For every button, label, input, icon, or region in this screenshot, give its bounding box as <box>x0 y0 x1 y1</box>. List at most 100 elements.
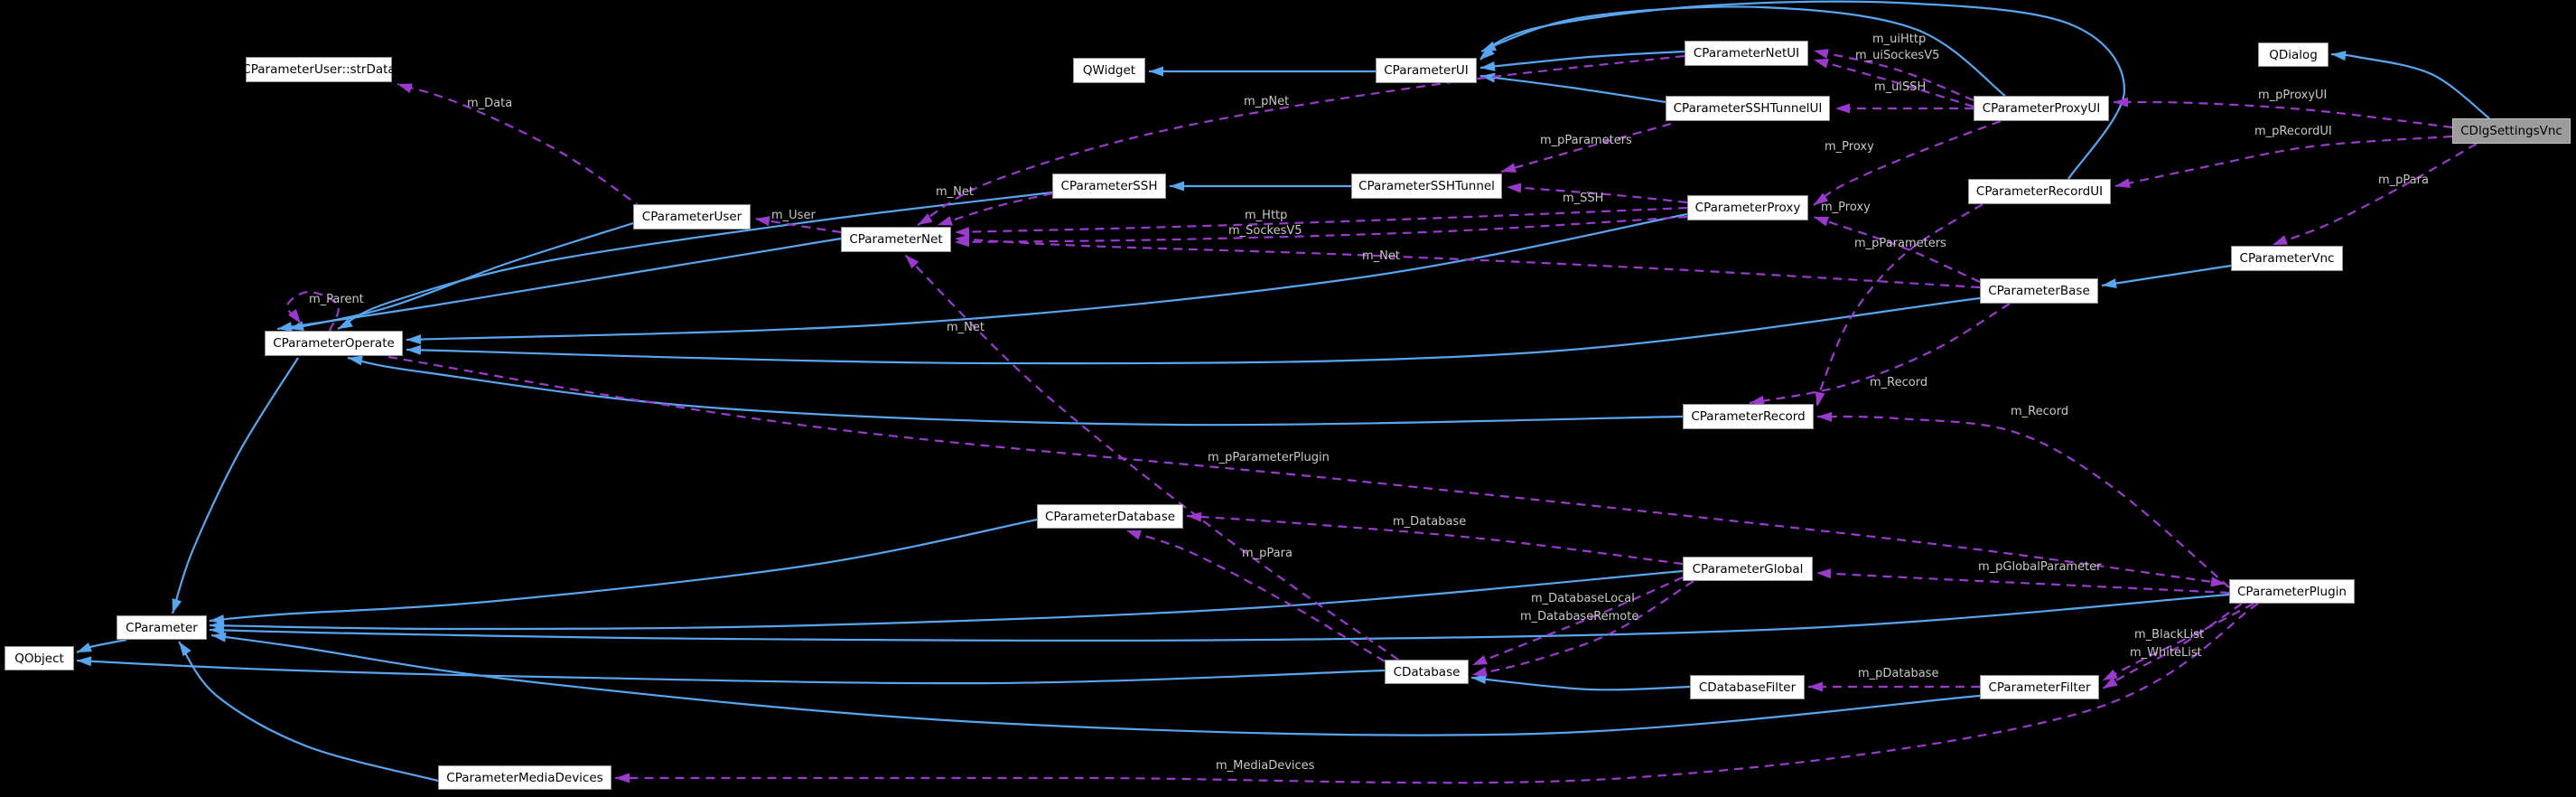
class-node-record[interactable]: CParameterRecord <box>1683 404 1814 429</box>
usage-edge-cdatabase-database <box>1125 529 1386 662</box>
arrowhead-icon <box>1814 49 1829 59</box>
class-node-recordui[interactable]: CParameterRecordUI <box>1968 179 2111 204</box>
arrowhead-icon <box>1480 61 1496 71</box>
arrowhead-icon <box>1808 681 1823 692</box>
class-node-user[interactable]: CParameterUser <box>633 204 751 230</box>
arrowhead-icon <box>1501 163 1517 173</box>
usage-edge-plugin-mediadevices <box>615 603 2259 784</box>
inheritance-edge-cdatabase-qobject <box>76 659 1386 685</box>
class-node-ssh[interactable]: CParameterSSH <box>1052 173 1166 199</box>
arrowhead-icon <box>406 344 422 355</box>
inheritance-edge-plugin-parameter <box>209 593 2230 642</box>
inheritance-edge-base-operate <box>406 296 1981 365</box>
arrowhead-icon <box>1814 58 1829 69</box>
class-node-qdialog[interactable]: QDialog <box>2258 42 2329 67</box>
usage-edge-proxy-net <box>954 215 1688 244</box>
arrowhead-icon <box>1750 395 1765 406</box>
usage-edge-sshtunnelui-sshtunnel <box>1500 122 1672 173</box>
arrowhead-icon <box>1835 103 1850 114</box>
usage-edge-dlgsettingsvnc-vnc <box>2272 143 2478 247</box>
arrowhead-icon <box>755 216 770 227</box>
inheritance-edge-recordui-parameterui <box>1480 0 2126 180</box>
class-node-databasefilter[interactable]: CDatabaseFilter <box>1690 675 1805 699</box>
arrowhead-icon <box>2103 669 2118 680</box>
usage-edge-global-database <box>1186 514 1684 566</box>
arrowhead-icon <box>210 624 225 635</box>
usage-edge-proxyui-netui <box>1813 49 1974 102</box>
arrowhead-icon <box>1507 183 1522 193</box>
class-node-qwidget[interactable]: QWidget <box>1073 58 1145 83</box>
inheritance-edge-proxy-operate <box>406 212 1688 342</box>
arrowhead-icon <box>2114 97 2129 108</box>
arrowhead-icon <box>1815 391 1825 407</box>
usage-edge-plugin-parameterfilter <box>2102 603 2243 689</box>
arrowhead-icon <box>938 215 953 226</box>
class-node-proxy[interactable]: CParameterProxy <box>1687 195 1808 220</box>
usage-edge-base-proxy <box>1813 215 1981 284</box>
class-node-sshtunnel[interactable]: CParameterSSHTunnel <box>1351 173 1502 199</box>
inheritance-edge-net-operate <box>276 237 842 331</box>
class-node-parameter[interactable]: CParameter <box>117 615 207 640</box>
class-node-mediadevices[interactable]: CParameterMediaDevices <box>438 765 611 790</box>
usage-edge-dlgsettingsvnc-proxyui <box>2113 100 2453 129</box>
arrowhead-icon <box>2115 178 2131 189</box>
arrowhead-icon <box>1187 511 1202 522</box>
arrowhead-icon <box>397 83 413 94</box>
class-node-cdatabase[interactable]: CDatabase <box>1385 660 1469 684</box>
class-node-sshtunnelui[interactable]: CParameterSSHTunnelUI <box>1666 96 1830 121</box>
arrowhead-icon <box>955 227 970 238</box>
arrowhead-icon <box>77 656 92 667</box>
arrowhead-icon <box>1814 216 1829 227</box>
usage-edge-base-record <box>1749 303 2011 405</box>
usage-edge-ssh-net <box>937 192 1053 227</box>
arrowhead-icon <box>2102 278 2117 289</box>
class-node-parameterfilter[interactable]: CParameterFilter <box>1980 675 2099 699</box>
class-node-strdata[interactable]: CParameterUser::strData <box>242 57 396 82</box>
arrowhead-icon <box>77 642 92 652</box>
usage-edge-user-strdata <box>397 82 644 210</box>
inheritance-edge-ssh-operate <box>337 191 1053 330</box>
inheritance-edge-parameterfilter-parameter <box>210 633 1981 736</box>
class-node-dlgsettingsvnc: CDlgSettingsVnc <box>2452 118 2571 144</box>
arrowhead-icon <box>1814 192 1829 205</box>
usage-edge-dlgsettingsvnc-recordui <box>2114 135 2453 188</box>
class-node-vnc[interactable]: CParameterVnc <box>2231 246 2343 271</box>
usage-edge-proxyui-proxy <box>1813 119 2002 206</box>
arrowhead-icon <box>1817 411 1833 422</box>
usage-edge-netui-net <box>917 54 1685 226</box>
class-node-operate[interactable]: CParameterOperate <box>265 331 403 356</box>
arrowhead-icon <box>1816 568 1832 579</box>
class-node-netui[interactable]: CParameterNetUI <box>1685 41 1808 66</box>
class-node-parameterui[interactable]: CParameterUI <box>1376 58 1477 83</box>
arrowhead-icon <box>1472 667 1488 677</box>
arrowhead-icon <box>2331 51 2347 61</box>
arrowhead-icon <box>1480 72 1496 83</box>
arrowhead-icon <box>2273 235 2288 245</box>
class-node-qobject[interactable]: QObject <box>5 646 74 670</box>
usage-edge-plugin-parameterfilter <box>2102 603 2254 681</box>
usage-edge-plugin-record <box>1816 415 2230 588</box>
arrowhead-icon <box>1480 46 1495 60</box>
arrowhead-icon <box>1149 66 1163 77</box>
class-node-proxyui[interactable]: CParameterProxyUI <box>1974 96 2109 121</box>
usage-edge-plugin-global <box>1815 571 2230 595</box>
usage-edge-global-cdatabase <box>1471 580 1694 677</box>
arrowhead-icon <box>211 632 227 642</box>
arrowhead-icon <box>905 255 919 269</box>
usage-edge-base-net <box>954 237 1981 289</box>
class-node-plugin[interactable]: CParameterPlugin <box>2229 579 2355 604</box>
usage-edge-operate-plugin <box>387 355 2226 586</box>
arrowhead-icon <box>172 598 182 614</box>
class-node-database[interactable]: CParameterDatabase <box>1037 504 1183 529</box>
arrowhead-icon <box>955 237 970 248</box>
arrowhead-icon <box>615 773 630 783</box>
arrowhead-icon <box>1472 654 1488 665</box>
inheritance-edge-operate-parameter <box>171 357 299 614</box>
class-node-net[interactable]: CParameterNet <box>841 227 951 252</box>
inheritance-edge-dlgsettingsvnc-qdialog <box>2330 52 2490 119</box>
arrowhead-icon <box>918 213 933 225</box>
usage-edge-proxy-sshtunnel <box>1506 185 1688 204</box>
arrowhead-icon <box>179 642 191 657</box>
class-node-base[interactable]: CParameterBase <box>1980 278 2098 304</box>
class-node-global[interactable]: CParameterGlobal <box>1683 557 1813 581</box>
